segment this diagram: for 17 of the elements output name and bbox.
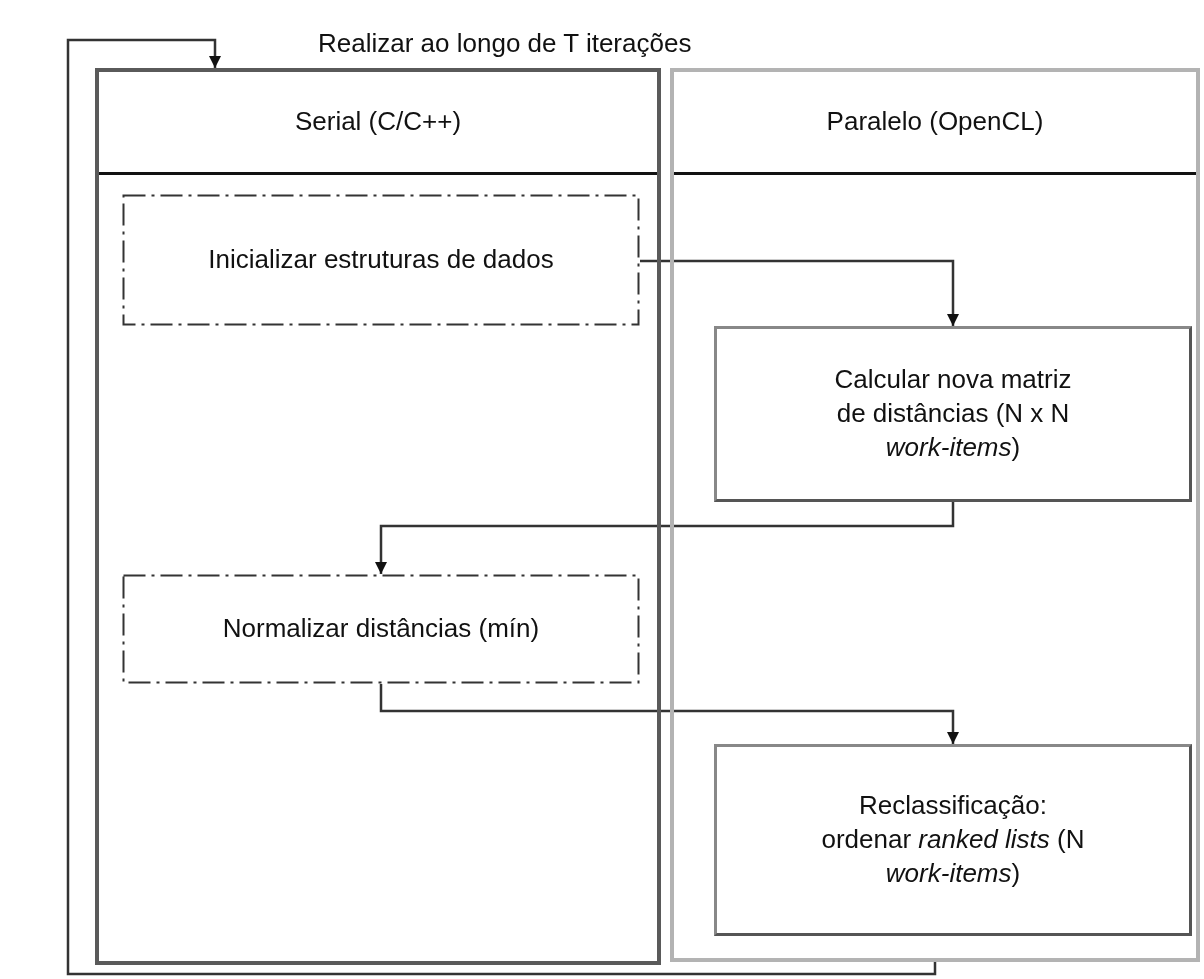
lane-heading: Serial (C/C++)	[293, 105, 463, 138]
serial-step-box	[122, 194, 640, 326]
arrow	[640, 259, 959, 326]
step-text: Calcular nova matriz de distâncias (N x N work-items)	[833, 363, 1073, 464]
step-text: Inicializar estruturas de dados	[207, 243, 555, 277]
process-box	[714, 744, 1192, 936]
loop-label: Realizar ao longo de T iterações	[318, 28, 692, 59]
arrow	[66, 38, 937, 976]
arrow	[379, 684, 959, 744]
step-text: Reclassificação: ordenar ranked lists (N work-items)	[820, 789, 1086, 890]
swimlane	[670, 68, 1200, 962]
arrow	[375, 502, 955, 574]
step-text: Normalizar distâncias (mín)	[221, 612, 541, 646]
process-box	[714, 326, 1192, 502]
swimlane	[95, 68, 661, 965]
lane-heading: Paralelo (OpenCL)	[825, 105, 1045, 138]
serial-step-box	[122, 574, 640, 684]
